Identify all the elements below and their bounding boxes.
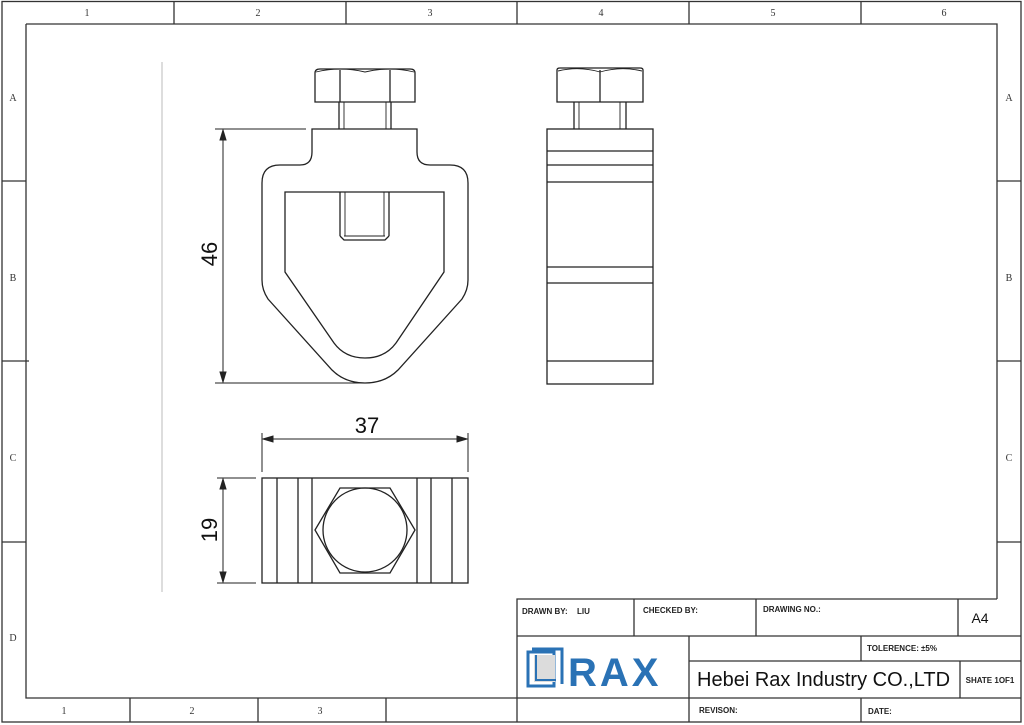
top-body — [261, 477, 469, 584]
column-label-5: 5 — [771, 8, 776, 19]
width-dimension-label: 37 — [355, 413, 379, 438]
dimension-46 — [215, 128, 362, 384]
revision-label: REVISON: — [699, 706, 738, 715]
row-label-c: C — [10, 453, 17, 464]
column-label-1: 1 — [85, 8, 90, 19]
logo-text: RAX — [568, 651, 661, 695]
column-label-3: 3 — [428, 8, 433, 19]
right-row-label-a: A — [1005, 93, 1013, 104]
hex-nut-outline — [314, 487, 416, 574]
column-label-2: 2 — [256, 8, 261, 19]
dimension-19 — [217, 477, 256, 584]
side-body — [546, 128, 654, 385]
rax-logo: RAX — [526, 647, 661, 695]
sheet-number: SHATE 1OF1 — [966, 676, 1015, 685]
row-label-b: B — [10, 273, 17, 284]
bottom-column-label-1: 1 — [62, 706, 67, 717]
top-view — [261, 477, 469, 584]
bottom-column-label-2: 2 — [190, 706, 195, 717]
row-label-d: D — [9, 633, 16, 644]
zone-labels: 1 2 3 4 5 6 1 2 3 A B C D A B C — [9, 8, 1013, 717]
bottom-column-label-3: 3 — [318, 706, 323, 717]
drawn-by-value: LIU — [577, 607, 590, 616]
checked-by-label: CHECKED BY: — [643, 606, 698, 615]
column-label-6: 6 — [942, 8, 947, 19]
column-label-4: 4 — [599, 8, 604, 19]
drawing-no-label: DRAWING NO.: — [763, 605, 821, 614]
title-block — [516, 598, 1021, 722]
paper-size: A4 — [971, 610, 988, 626]
dimension-37 — [261, 433, 469, 472]
tolerance-label: TOLERENCE: — [867, 644, 919, 653]
side-view — [546, 67, 654, 385]
date-label: DATE: — [868, 707, 892, 716]
row-label-a: A — [9, 93, 17, 104]
front-view — [261, 68, 469, 384]
hex-bolt-head — [314, 68, 416, 103]
logo-icon — [526, 647, 564, 688]
company-name: Hebei Rax Industry CO.,LTD — [697, 669, 950, 691]
right-row-label-b: B — [1006, 273, 1013, 284]
clamp-body-outline — [261, 128, 469, 384]
right-row-label-c: C — [1006, 453, 1013, 464]
depth-dimension-label: 19 — [197, 518, 222, 542]
title-block-text: DRAWN BY: LIU CHECKED BY: DRAWING NO.: A… — [522, 605, 1015, 716]
clamp-window — [284, 191, 445, 359]
tolerance-value: ±5% — [921, 644, 937, 653]
bolt-circle — [322, 487, 408, 573]
height-dimension-label: 46 — [197, 242, 222, 266]
drawn-by-label: DRAWN BY: — [522, 607, 568, 616]
